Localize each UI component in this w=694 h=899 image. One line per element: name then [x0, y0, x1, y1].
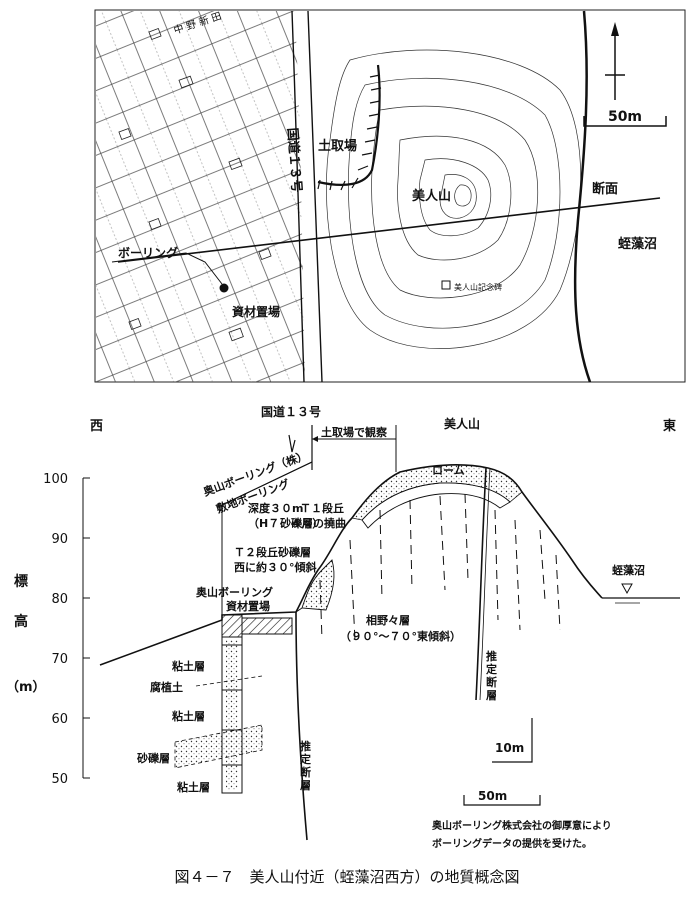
ytick-80: 80	[51, 592, 68, 607]
aino-label-2: （９０°～７０°東傾斜）	[340, 629, 461, 643]
loam-label: ローム	[432, 464, 465, 477]
credit-note: 奥山ボーリング株式会社の御厚意により ボーリングデータの提供を受けた。	[432, 818, 687, 854]
boring-point	[219, 283, 229, 293]
map-section-label: 断面	[592, 181, 618, 197]
ytick-60: 60	[51, 712, 68, 727]
map-borrow-pit-label: 土取場	[318, 138, 357, 154]
strata-dashes	[319, 493, 561, 641]
yaxis-unit: （m）	[6, 679, 46, 695]
map-mountain-label: 美人山	[412, 188, 451, 204]
layer-label-clay-2: 粘土層	[172, 709, 205, 723]
t1-label-1: Ｔ１段丘	[300, 501, 344, 515]
yaxis-label-2: 高	[14, 613, 28, 630]
credit-line-2: ボーリングデータの提供を受けた。	[432, 839, 592, 850]
fault-right	[475, 467, 487, 701]
layer-label-clay-1: 粘土層	[172, 659, 205, 673]
observation-label: 土取場で観察	[321, 425, 388, 439]
mountain-label: 美人山	[444, 416, 480, 431]
layer-label-clay-3: 粘土層	[177, 780, 210, 794]
farm-parcels	[96, 11, 305, 382]
t2-gravel	[301, 559, 335, 611]
west-label: 西	[90, 419, 103, 434]
road-marker	[288, 434, 296, 453]
monument-icon	[441, 280, 451, 290]
map-panel: 50m 国道１３号 土取場 美人山 断面 蛭藻沼 ボーリング 資材置場 中 野 …	[94, 9, 686, 383]
fault-right-label: 推定断層	[486, 649, 497, 702]
observation-bracket	[311, 425, 397, 472]
section-line	[117, 197, 661, 263]
hscale-label: 50m	[478, 789, 507, 803]
east-label: 東	[663, 418, 676, 434]
yard-label-2: 資材置場	[226, 599, 270, 613]
credit-line-1: 奥山ボーリング株式会社の御厚意により	[432, 821, 612, 832]
ytick-90: 90	[51, 532, 68, 547]
borrow-pit-hachures	[317, 64, 382, 191]
map-monument-label: 美人山記念碑	[454, 282, 502, 292]
fault-left	[295, 611, 308, 841]
pond-shoreline	[573, 10, 592, 383]
boring-date: （H７．４月）	[248, 517, 323, 530]
cross-section-panel: 西 東 100 90 80 70 60 50 標 高 （m）	[6, 404, 680, 841]
yaxis-label-1: 標	[14, 573, 28, 590]
road-line-east	[307, 10, 323, 383]
ytick-100: 100	[43, 472, 68, 487]
t2-label-2: 西に約３０°傾斜	[234, 560, 317, 574]
yard-label-1: 奥山ボーリング	[195, 585, 273, 599]
yard-fill	[241, 617, 293, 635]
t2-label-1: Ｔ２段丘砂礫層	[234, 545, 311, 559]
boring-depth: 深度３０m	[248, 501, 303, 515]
fault-left-label: 推定断層	[300, 739, 311, 792]
north-arrow-icon	[605, 22, 625, 100]
map-boring-label: ボーリング	[118, 245, 178, 260]
ytick-70: 70	[51, 652, 68, 667]
map-yard-label: 資材置場	[232, 304, 280, 319]
figure-caption: 図４－７ 美人山付近（蛭藻沼西方）の地質概念図	[174, 868, 520, 886]
map-scale-label: 50m	[608, 109, 642, 125]
borehole-column	[174, 614, 293, 794]
road-label: 国道１３号	[261, 404, 321, 419]
layer-label-humus: 腐植土	[150, 680, 183, 694]
t1-label-2: 砂礫層の撓曲	[280, 516, 346, 530]
pond-label: 蛭藻沼	[612, 563, 645, 577]
pond-water: 蛭藻沼	[602, 563, 680, 604]
ytick-50: 50	[51, 772, 68, 787]
contour-lines	[326, 49, 582, 349]
vscale-label: 10m	[495, 741, 524, 755]
section-scale-bars: 10m 50m	[463, 718, 541, 806]
road-line-west	[291, 10, 305, 383]
aino-label-1: 相野々層	[366, 613, 410, 627]
map-scale-bar: 50m	[583, 109, 667, 127]
map-road-label: 国道１３号	[284, 127, 304, 193]
layer-label-gravel: 砂礫層	[137, 751, 170, 765]
map-pond-label: 蛭藻沼	[618, 236, 657, 252]
elevation-axis: 100 90 80 70 60 50 標 高 （m）	[6, 472, 90, 787]
